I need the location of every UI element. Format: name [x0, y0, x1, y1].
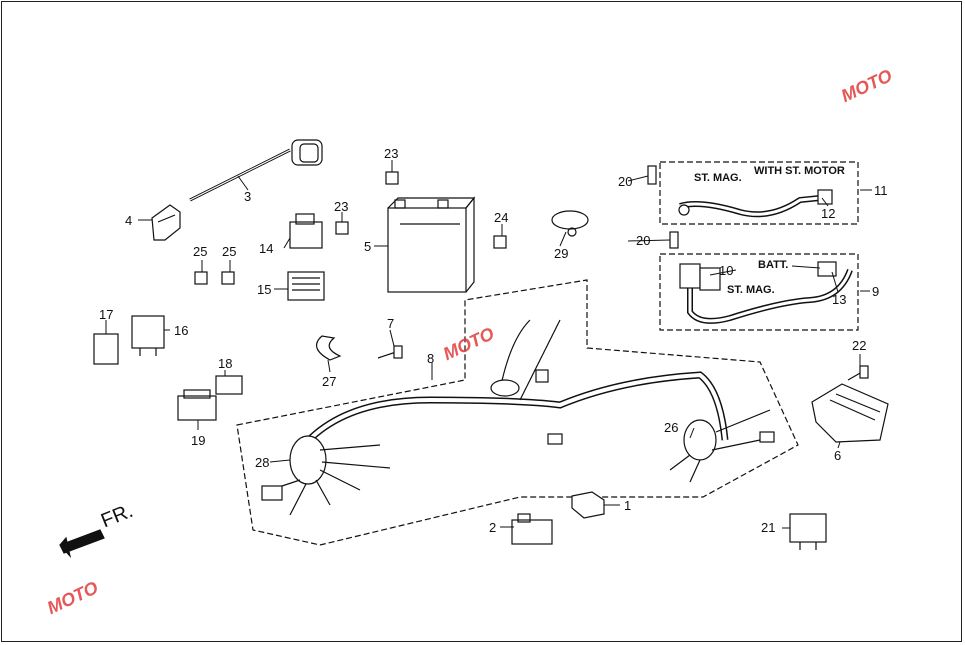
fuse-23-lower	[335, 221, 349, 235]
callout-21: 21	[761, 520, 776, 535]
module-2	[511, 513, 553, 545]
band-29	[551, 210, 589, 230]
callout-5: 5	[364, 239, 372, 254]
relay-21	[789, 513, 827, 550]
caption-st-mag-lower: ST. MAG.	[727, 284, 775, 296]
relay-18	[215, 375, 243, 395]
callout-29: 29	[554, 246, 569, 261]
fuse-25-right	[221, 271, 235, 285]
callout-1: 1	[624, 498, 632, 513]
callout-20-lower: 20	[636, 233, 651, 248]
callout-22: 22	[852, 338, 867, 353]
front-arrow	[59, 529, 105, 559]
callout-6: 6	[834, 448, 842, 463]
fuse-23-upper	[385, 171, 399, 185]
cable-11-box	[659, 161, 859, 225]
harness-enclosure	[236, 279, 799, 546]
battery	[387, 196, 476, 293]
fuse-25-left	[194, 271, 208, 285]
callout-14: 14	[259, 241, 274, 256]
callout-20-upper: 20	[618, 174, 633, 189]
ignition-coil	[189, 139, 323, 202]
relay-cover	[287, 271, 325, 301]
callout-18: 18	[218, 356, 233, 371]
callout-19: 19	[191, 433, 206, 448]
callout-8: 8	[427, 351, 435, 366]
callout-26: 26	[664, 420, 679, 435]
callout-23-lower: 23	[334, 199, 349, 214]
callout-28: 28	[255, 455, 270, 470]
callout-25-right: 25	[222, 244, 237, 259]
callout-3: 3	[244, 189, 252, 204]
harness-grommet-28	[289, 435, 327, 485]
callout-2: 2	[489, 520, 497, 535]
cable-9	[679, 261, 853, 324]
starter-relay	[289, 213, 323, 249]
callout-17: 17	[99, 307, 114, 322]
leader-lines	[105, 160, 872, 529]
callout-11: 11	[874, 183, 888, 198]
cover-1	[571, 491, 605, 519]
callout-13: 13	[832, 292, 847, 307]
fuse-24	[493, 235, 507, 249]
callout-27: 27	[322, 374, 337, 389]
module-17	[93, 333, 119, 365]
relay-19	[177, 389, 217, 421]
caption-batt: BATT.	[758, 259, 789, 271]
bolt-20-upper	[647, 165, 657, 185]
regulator-6	[811, 383, 889, 443]
callout-7: 7	[387, 316, 395, 331]
bolt-20-lower	[669, 231, 679, 249]
cable-9-box	[659, 253, 859, 331]
callout-25-left: 25	[193, 244, 208, 259]
callout-4: 4	[125, 213, 133, 228]
main-harness	[261, 319, 775, 516]
callout-15: 15	[257, 282, 272, 297]
callout-12: 12	[821, 206, 836, 221]
callout-16: 16	[174, 323, 189, 338]
harness-grommet-26	[683, 419, 717, 461]
caption-with-st-motor: WITH ST. MOTOR	[754, 165, 845, 177]
caption-st-mag-upper: ST. MAG.	[694, 172, 742, 184]
callout-23-upper: 23	[384, 146, 399, 161]
bolt-7	[377, 345, 403, 359]
relay-16	[131, 315, 165, 356]
bolt-22	[847, 365, 869, 381]
cable-11	[678, 189, 833, 218]
callout-10: 10	[719, 263, 734, 278]
plug-cap	[151, 204, 181, 241]
callout-24: 24	[494, 210, 509, 225]
clip-27	[315, 335, 342, 361]
callout-9: 9	[872, 284, 880, 299]
